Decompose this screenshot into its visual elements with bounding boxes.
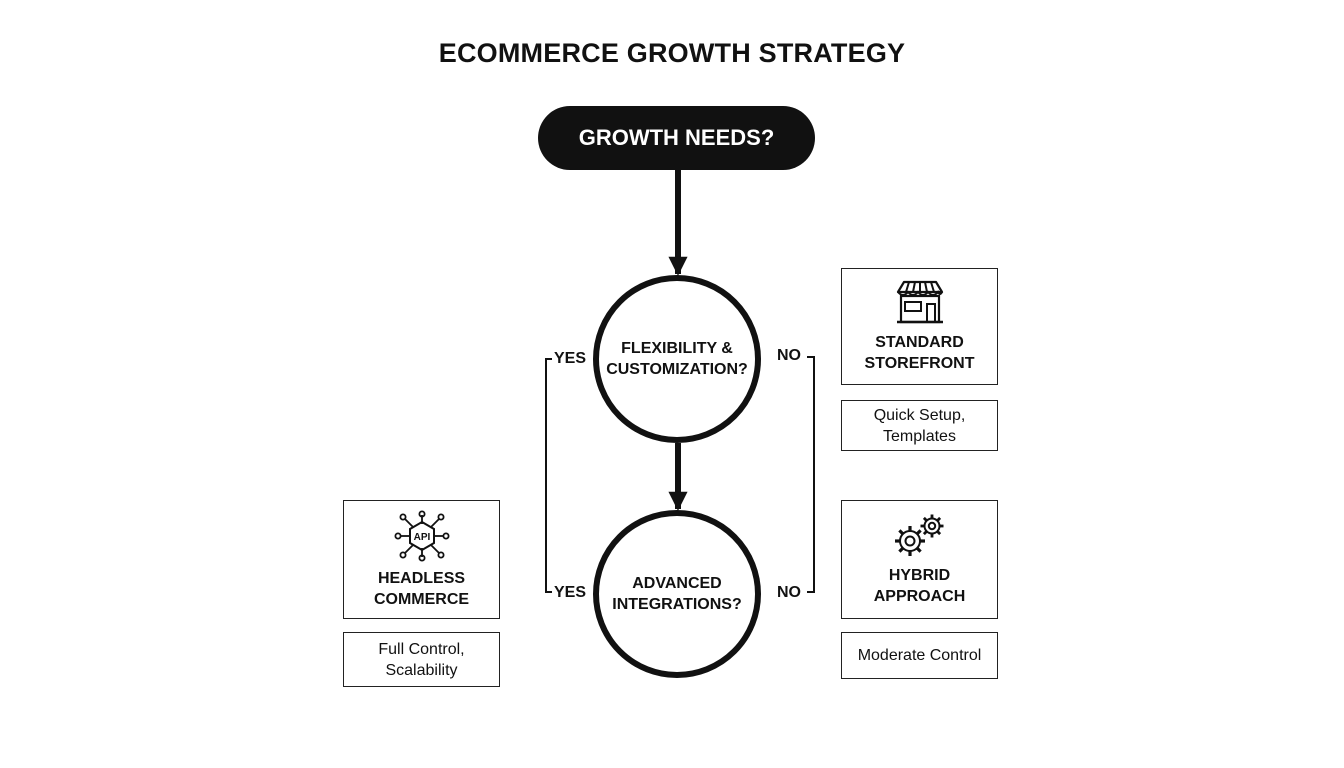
yes-label-2: YES <box>554 584 587 601</box>
decision-2-line-2: INTEGRATIONS? <box>612 596 742 613</box>
decision-1-line-1: FLEXIBILITY & <box>621 340 733 357</box>
decision-flexibility: FLEXIBILITY & CUSTOMIZATION? <box>593 275 761 443</box>
standard-storefront-box: STANDARD STOREFRONT <box>841 268 998 385</box>
diagram-title: ECOMMERCE GROWTH STRATEGY <box>438 38 906 68</box>
standard-storefront-line-2: STOREFRONT <box>864 354 975 372</box>
standard-note-line-1: Quick Setup, <box>873 406 966 424</box>
no-label-2: NO <box>777 584 801 601</box>
gears-icon <box>894 514 943 556</box>
standard-storefront-note-box: Quick Setup, Templates <box>841 400 998 451</box>
headless-commerce-line-1: HEADLESS <box>377 569 466 587</box>
no-bracket <box>807 356 815 593</box>
no-label-1: NO <box>777 347 801 364</box>
hybrid-approach-line-1: HYBRID <box>888 566 951 584</box>
headless-note-line-1: Full Control, <box>378 640 465 658</box>
decision-2-line-1: ADVANCED <box>632 575 722 592</box>
yes-bracket <box>545 358 552 593</box>
headless-commerce-note-box: Full Control, Scalability <box>343 632 500 687</box>
headless-note-line-2: Scalability <box>385 661 458 679</box>
standard-note-line-2: Templates <box>883 427 956 445</box>
headless-commerce-box: API HEADLESS COMMERCE <box>343 500 500 619</box>
storefront-icon <box>896 280 943 323</box>
hybrid-note-line-1: Moderate Control <box>857 647 982 664</box>
start-node-label: GROWTH NEEDS? <box>578 125 775 150</box>
api-network-icon: API <box>394 510 450 562</box>
api-icon-text: API <box>413 532 430 543</box>
decision-integrations: ADVANCED INTEGRATIONS? <box>593 510 761 678</box>
hybrid-approach-note-box: Moderate Control <box>841 632 998 679</box>
headless-commerce-line-2: COMMERCE <box>373 590 470 608</box>
hybrid-approach-line-2: APPROACH <box>873 587 966 605</box>
start-node-growth-needs: GROWTH NEEDS? <box>538 106 815 170</box>
hybrid-approach-box: HYBRID APPROACH <box>841 500 998 619</box>
standard-storefront-line-1: STANDARD <box>875 333 964 351</box>
yes-label-1: YES <box>554 350 587 367</box>
decision-1-line-2: CUSTOMIZATION? <box>606 361 748 378</box>
